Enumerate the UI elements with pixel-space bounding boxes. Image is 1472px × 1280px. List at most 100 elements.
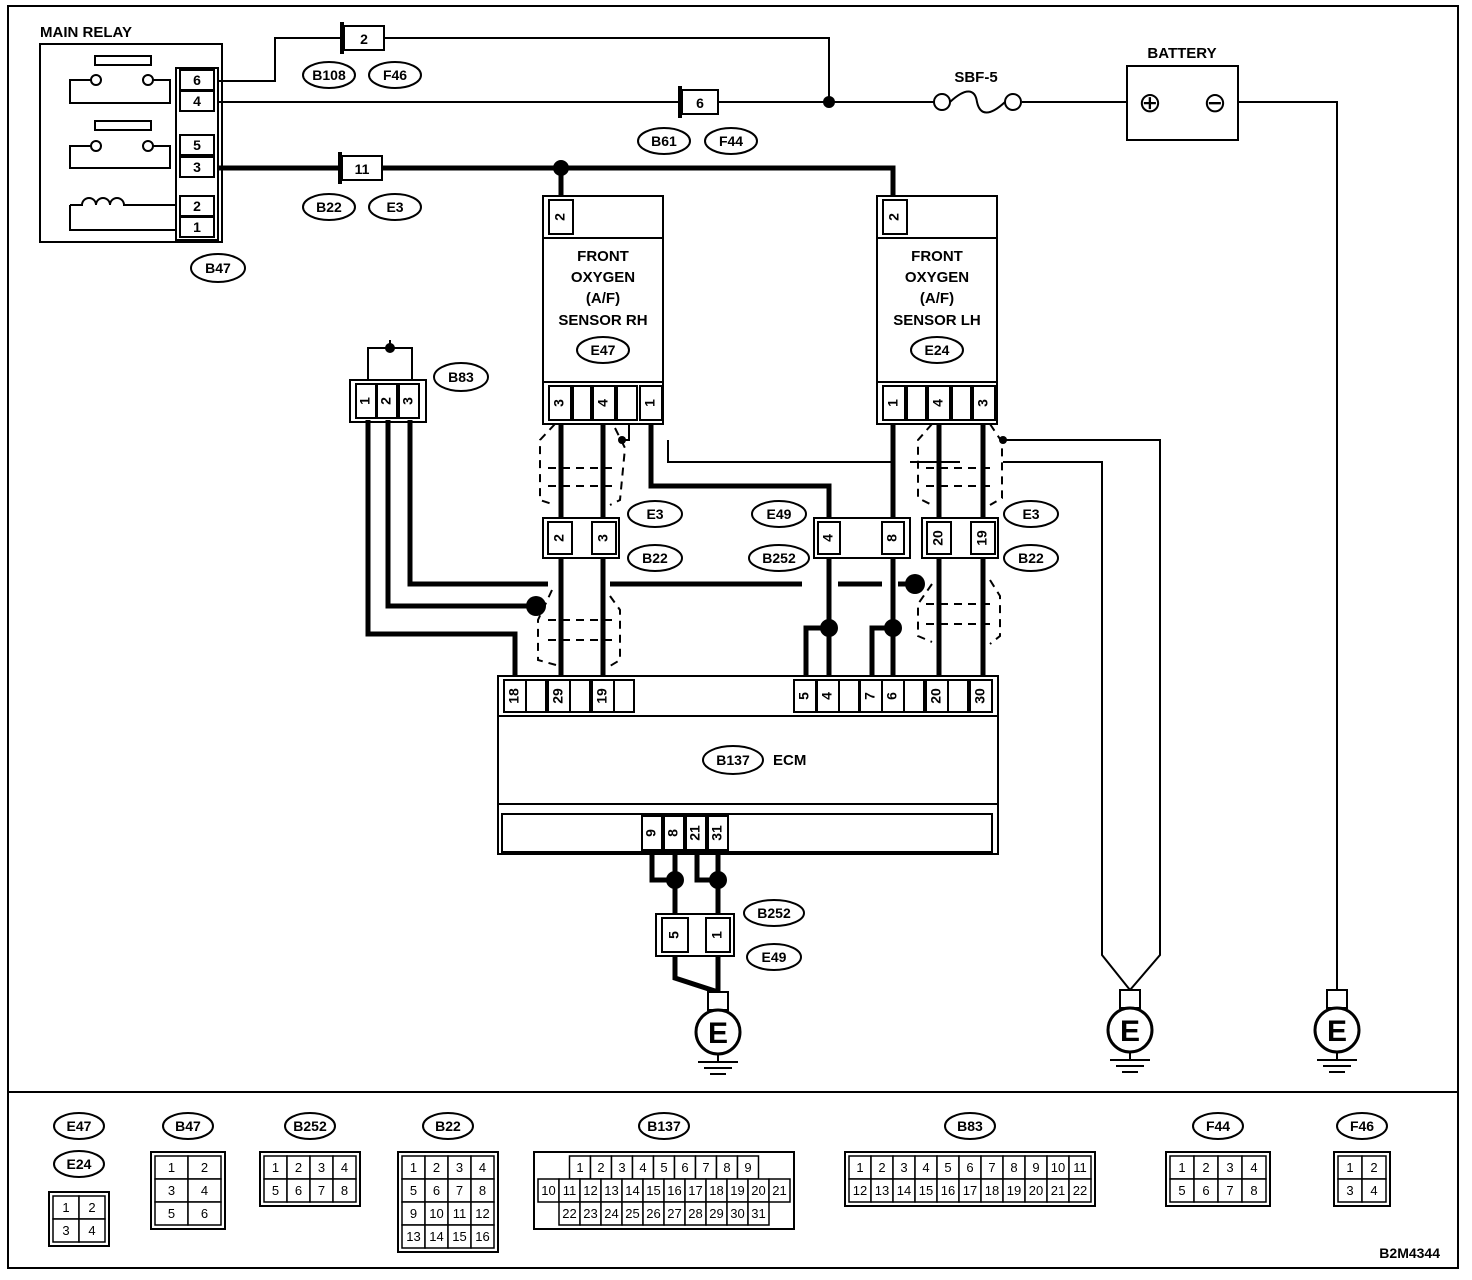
lh-sensor-pin: 1 xyxy=(885,399,901,407)
b47-tag: B47 xyxy=(205,260,231,276)
legend-pin: 2 xyxy=(1370,1160,1377,1175)
ecm-top-pin: 19 xyxy=(594,688,610,704)
ground-label: E xyxy=(1327,1015,1347,1048)
outer-frame xyxy=(7,5,1459,1269)
legend-pin: 10 xyxy=(429,1206,443,1221)
legend-pin: 15 xyxy=(452,1229,466,1244)
e24-tag: E24 xyxy=(925,342,950,358)
f46-tag: F46 xyxy=(383,67,407,83)
legend-pin: 5 xyxy=(272,1183,279,1198)
legend-pin: 1 xyxy=(1178,1160,1185,1175)
lh-sensor-pin-cell xyxy=(972,385,996,421)
legend-pin: 2 xyxy=(878,1160,885,1175)
legend-pin: 8 xyxy=(1250,1183,1257,1198)
legend-pin: 2 xyxy=(201,1160,208,1175)
legend-pin: 10 xyxy=(541,1183,555,1198)
legend-pin: 21 xyxy=(1051,1183,1065,1198)
lh-sensor-pin-cell xyxy=(927,385,951,421)
legend-pin: 28 xyxy=(688,1206,702,1221)
legend-tag: B83 xyxy=(957,1118,983,1134)
rh-sensor-pin: 4 xyxy=(595,399,611,407)
legend-pin: 8 xyxy=(723,1160,730,1175)
ground-label: E xyxy=(708,1017,728,1050)
b83-pin: 1 xyxy=(357,397,373,405)
fuse-label: SBF-5 xyxy=(954,69,997,86)
legend-pin: 1 xyxy=(576,1160,583,1175)
ecm-top-pin: 30 xyxy=(972,688,988,704)
connector-b22-e3-top: 11 B22 E3 xyxy=(302,152,422,221)
b22-right-pin-cell xyxy=(926,521,952,555)
b47-tag-group: B47 xyxy=(190,253,246,283)
legend-tag: B137 xyxy=(647,1118,681,1134)
ecm-label: ECM xyxy=(773,752,806,769)
legend-pin: 4 xyxy=(639,1160,646,1175)
legend-pin: 10 xyxy=(1051,1160,1065,1175)
legend-pin: 13 xyxy=(406,1229,420,1244)
ecm-top-pin: 6 xyxy=(884,692,900,700)
ecm-top-pin: 7 xyxy=(862,692,878,700)
svg-text:2: 2 xyxy=(552,213,568,221)
ecm-bottom-pin: 21 xyxy=(687,825,703,841)
b22-left-pin-cell xyxy=(547,521,573,555)
b252-tag-bottom: B252 xyxy=(757,905,791,921)
ecm-bottom-pin-cell xyxy=(641,815,663,851)
legend-pin: 23 xyxy=(583,1206,597,1221)
legend-pin: 14 xyxy=(897,1183,911,1198)
sensor-lh-line-3: (A/F) xyxy=(920,290,954,307)
b137-tag: B137 xyxy=(716,752,750,768)
legend-pin: 9 xyxy=(1032,1160,1039,1175)
e47-tag: E47 xyxy=(591,342,616,358)
b22-left-pin-cell xyxy=(591,521,617,555)
legend-pin: 1 xyxy=(272,1160,279,1175)
e3-tag-rh: E3 xyxy=(646,506,663,522)
legend-pin: 3 xyxy=(168,1183,175,1198)
b108-tag: B108 xyxy=(312,67,346,83)
b83-pin-cell xyxy=(376,383,398,419)
legend-pin: 4 xyxy=(1370,1183,1377,1198)
svg-text:2: 2 xyxy=(360,31,368,47)
legend-pin: 4 xyxy=(479,1160,486,1175)
legend-pin: 13 xyxy=(875,1183,889,1198)
svg-text:2: 2 xyxy=(886,213,902,221)
ecm-bottom-pin: 31 xyxy=(709,825,725,841)
ecm-bottom-pin-cell xyxy=(707,815,729,851)
b83-pin: 2 xyxy=(378,397,394,405)
sensor-lh-line-2: OXYGEN xyxy=(905,269,969,286)
b252-bottom-pin: 1 xyxy=(709,931,725,939)
legend-pin: 7 xyxy=(318,1183,325,1198)
ecm-bottom-pin: 9 xyxy=(643,829,659,837)
lh-sensor-pin: 4 xyxy=(930,399,946,407)
ground-icon: E xyxy=(1313,989,1361,1073)
sensor-lh-line-1: FRONT xyxy=(911,248,963,265)
e3-tag-lh: E3 xyxy=(1022,506,1039,522)
legend-pin: 8 xyxy=(1010,1160,1017,1175)
relay-pin: 6 xyxy=(193,72,201,88)
legend-pin: 6 xyxy=(681,1160,688,1175)
ground-icon: E xyxy=(694,991,742,1075)
legend-pin: 6 xyxy=(966,1160,973,1175)
b22-tag-rh: B22 xyxy=(642,550,668,566)
ecm-top-pin: 4 xyxy=(819,692,835,700)
sensor-rh-line-3: (A/F) xyxy=(586,290,620,307)
b22-right-pin-cell xyxy=(970,521,996,555)
rh-sensor-pin: 3 xyxy=(551,399,567,407)
legend-pin: 3 xyxy=(62,1223,69,1238)
legend-pin: 25 xyxy=(625,1206,639,1221)
legend-tag: F44 xyxy=(1206,1118,1230,1134)
legend-pin: 27 xyxy=(667,1206,681,1221)
e3-tag: E3 xyxy=(386,199,403,215)
b83-pin-cell xyxy=(398,383,420,419)
legend-pin: 12 xyxy=(853,1183,867,1198)
battery-plus-icon: ⊕ xyxy=(1138,87,1161,118)
b22-tag: B22 xyxy=(316,199,342,215)
b252-mid-pin: 4 xyxy=(820,534,836,542)
legend-pin: 18 xyxy=(709,1183,723,1198)
